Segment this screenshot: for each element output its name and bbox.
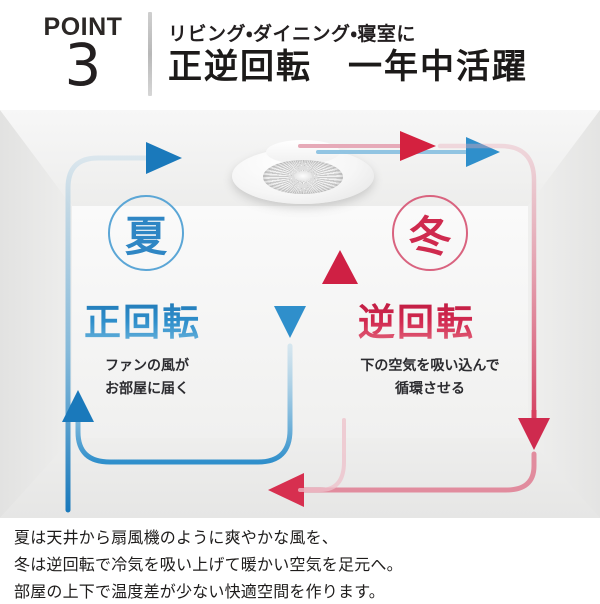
winter-badge: 冬 xyxy=(392,195,468,271)
bottom-line-3: 部屋の上下で温度差が少ない快適空間を作ります。 xyxy=(14,581,386,601)
fan-hub xyxy=(294,171,312,181)
reverse-rotation-label: 逆回転 xyxy=(358,292,475,346)
forward-rotation-label: 正回転 xyxy=(84,292,201,346)
blue-flow-to-floor xyxy=(75,343,293,465)
red-arrowhead-left-floor xyxy=(268,473,304,507)
blue-arrowhead-ceiling-left xyxy=(146,142,182,174)
summer-caption-line1: ファンの風が xyxy=(105,358,189,374)
bottom-line-2: 冬は逆回転で冷気を吸い上げて暖かい空気を足元へ。 xyxy=(14,554,403,574)
red-arrowhead-up xyxy=(322,250,358,284)
point-block: POINT 3 xyxy=(24,12,142,99)
blue-arrowhead-ceiling-right xyxy=(466,137,500,167)
red-arrowhead-ceiling xyxy=(400,131,436,161)
blue-arrowhead-up-left xyxy=(62,390,94,422)
summer-badge: 夏 xyxy=(108,195,184,271)
summer-caption-line2: お部屋に届く xyxy=(105,381,189,398)
red-arrowhead-down-right xyxy=(518,418,550,450)
red-flow-right-wall xyxy=(437,143,537,413)
point-word: POINT xyxy=(43,12,123,41)
header: POINT 3 リビング・ダイニング・寝室に 正逆回転 一年中活躍 xyxy=(0,0,600,108)
summer-caption: ファンの風が お部屋に届く xyxy=(84,355,210,401)
red-flow-return xyxy=(298,418,346,492)
winter-caption: 下の空気を吸い込んで 循環させる xyxy=(344,355,516,401)
blue-flow-left-wall xyxy=(65,155,153,513)
point-number: 3 xyxy=(64,30,102,99)
header-divider xyxy=(148,12,152,96)
winter-caption-line1: 下の空気を吸い込んで xyxy=(360,358,500,374)
room-scene: 夏 冬 正回転 逆回転 ファンの風が お部屋に届く 下の空気を吸い込んで 循環さ… xyxy=(0,110,600,518)
bottom-description: 夏は天井から扇風機のように爽やかな風を、 冬は逆回転で冷気を吸い上げて暖かい空気… xyxy=(0,518,600,601)
blue-arrowhead-down xyxy=(274,306,306,338)
winter-badge-label: 冬 xyxy=(408,211,451,261)
winter-caption-line2: 循環させる xyxy=(395,381,465,398)
summer-badge-label: 夏 xyxy=(124,211,167,261)
airflow-diagram xyxy=(62,131,550,513)
red-flow-floor xyxy=(297,451,537,493)
header-subtitle: リビング・ダイニング・寝室に xyxy=(168,22,416,45)
bottom-line-1: 夏は天井から扇風機のように爽やかな風を、 xyxy=(14,528,339,547)
header-text: リビング・ダイニング・寝室に 正逆回転 一年中活躍 xyxy=(168,22,528,87)
header-title: 正逆回転 一年中活躍 xyxy=(168,46,528,87)
